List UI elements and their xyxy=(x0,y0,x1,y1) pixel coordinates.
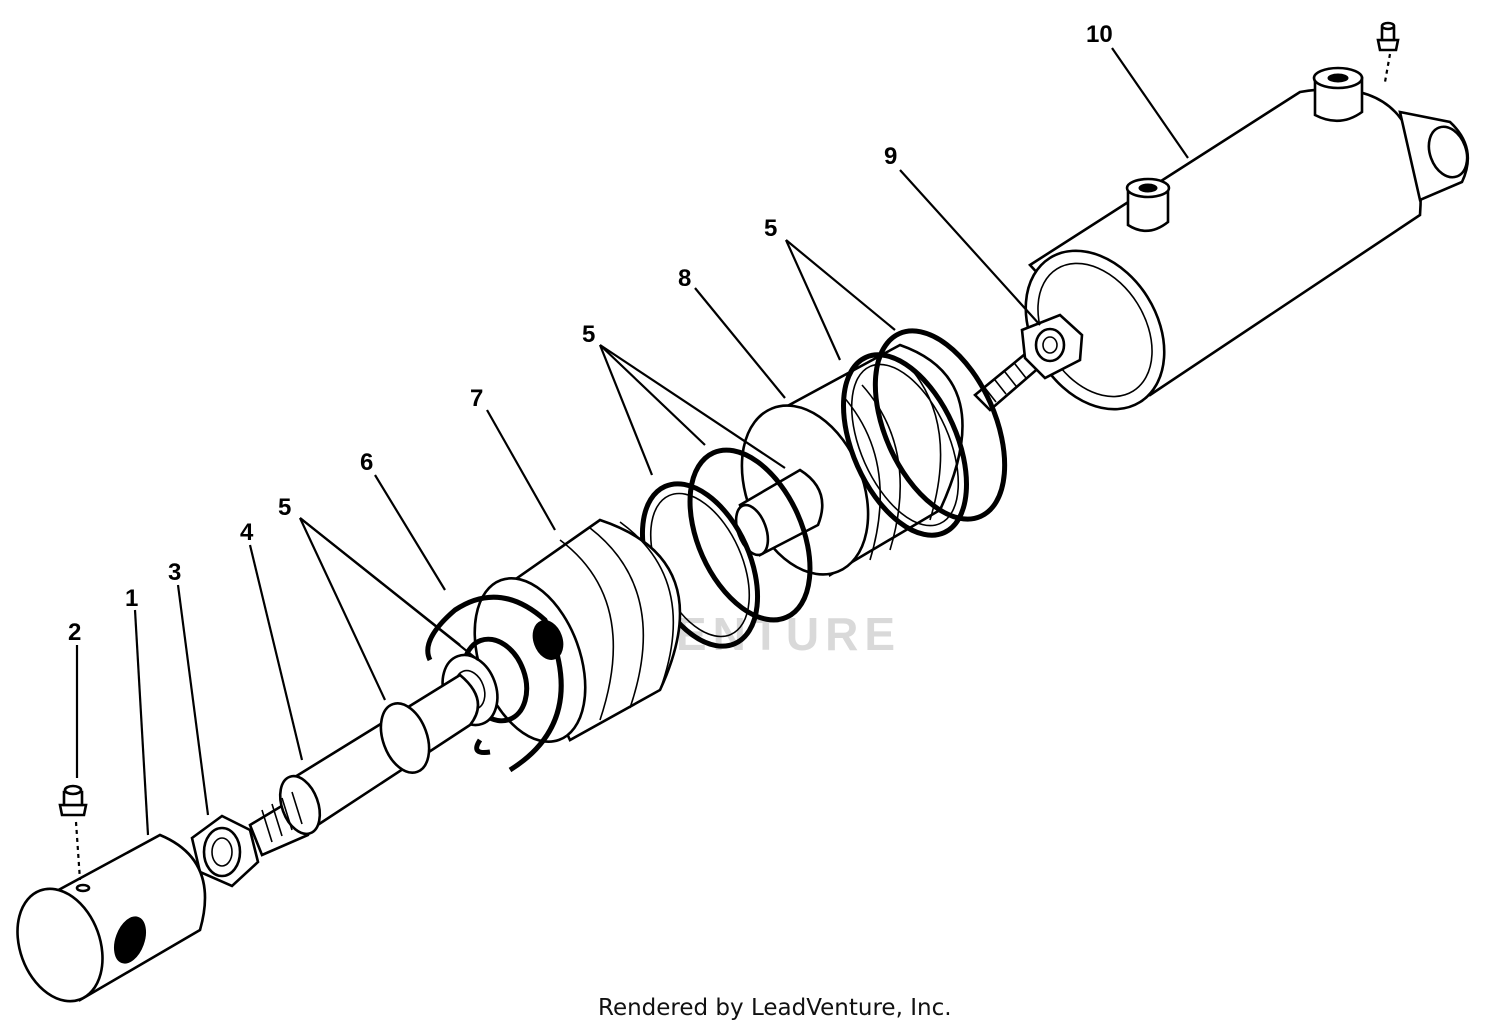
callout-8: 8 xyxy=(678,265,691,292)
part-3-jam-nut xyxy=(190,814,260,888)
callout-7: 7 xyxy=(470,385,483,412)
part-2-grease-fitting xyxy=(58,784,88,881)
callout-1: 1 xyxy=(125,585,138,612)
callout-9: 9 xyxy=(884,143,897,170)
part-6-snap-ring xyxy=(425,594,564,773)
part-8-piston xyxy=(734,343,964,577)
part-9-nut xyxy=(973,313,1084,412)
callout-5-lower: 5 xyxy=(278,494,291,521)
callout-3: 3 xyxy=(168,559,181,586)
callout-10: 10 xyxy=(1086,21,1113,48)
leader-lines xyxy=(75,47,1189,836)
callout-5-middle: 5 xyxy=(582,321,595,348)
callout-5-upper: 5 xyxy=(764,215,777,242)
callout-2: 2 xyxy=(68,619,81,646)
callout-6: 6 xyxy=(360,449,373,476)
part-5-upper-seals xyxy=(841,328,1008,538)
callout-4: 4 xyxy=(240,519,254,546)
part-1-rod-end xyxy=(16,833,207,1003)
part-4-piston-rod xyxy=(248,673,480,857)
part-10-cylinder-barrel xyxy=(1024,21,1470,411)
credit-text: Rendered by LeadVenture, Inc. xyxy=(598,995,952,1021)
